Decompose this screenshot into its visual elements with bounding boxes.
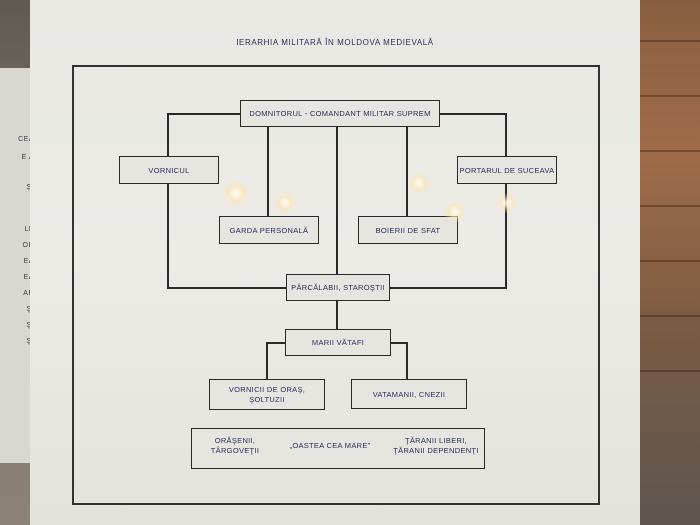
node-parcalabii: PÂRCĂLABII, STAROŞTII: [286, 274, 390, 301]
light-glare: [444, 201, 466, 223]
diagram-frame: [72, 65, 600, 505]
connector: [267, 125, 269, 217]
node-vatamanii: VATAMANII, CNEZII: [351, 379, 467, 409]
side-fragment: AR: [23, 290, 34, 297]
node-vornicii-oras: VORNICII DE ORAŞ, ŞOLTUZII: [209, 379, 325, 410]
node-vatafi: MARII VĂTAFI: [285, 329, 391, 356]
connector: [167, 113, 169, 288]
poster-board: IERARHIA MILITARĂ ÎN MOLDOVA MEDIEVALĂ D…: [30, 0, 640, 525]
connector: [336, 125, 338, 275]
side-fragment: ŞI: [26, 322, 34, 329]
node-orasenii: ORĂŞENII, TÂRGOVEŢII: [210, 436, 260, 455]
side-fragment: ŞI: [26, 184, 34, 191]
light-glare: [223, 180, 249, 206]
connector: [390, 342, 408, 344]
side-fragment: EA: [23, 258, 34, 265]
side-fragment: OR: [22, 242, 34, 249]
brick-wall-right: [630, 0, 700, 525]
side-fragment: CEA: [18, 136, 34, 143]
node-garda: GARDA PERSONALĂ: [219, 216, 319, 244]
connector: [406, 342, 408, 380]
side-fragment: ŞI: [26, 338, 34, 345]
side-fragment: ŞI: [26, 306, 34, 313]
node-oastea: „OASTEA CEA MARE”: [289, 441, 371, 450]
side-fragment: EA: [23, 274, 34, 281]
node-taranii: ŢĂRANII LIBERI, ŢĂRANII DEPENDENŢI: [393, 436, 479, 455]
light-glare: [497, 193, 517, 213]
node-domnitorul: DOMNITORUL - COMANDANT MILITAR SUPREM: [240, 100, 440, 127]
node-boierii: BOIERII DE SFAT: [358, 216, 458, 244]
connector: [266, 342, 268, 380]
light-glare: [408, 172, 430, 194]
node-vornicul: VORNICUL: [119, 156, 219, 184]
side-fragment: E A: [21, 154, 34, 161]
diagram-title: IERARHIA MILITARĂ ÎN MOLDOVA MEDIEVALĂ: [236, 38, 434, 47]
light-glare: [274, 192, 296, 214]
connector: [336, 300, 338, 330]
node-bottom-group: [191, 428, 485, 469]
side-fragment: LE: [24, 226, 34, 233]
node-portarul: PORTARUL DE SUCEAVA: [457, 156, 557, 184]
connector: [406, 125, 408, 217]
